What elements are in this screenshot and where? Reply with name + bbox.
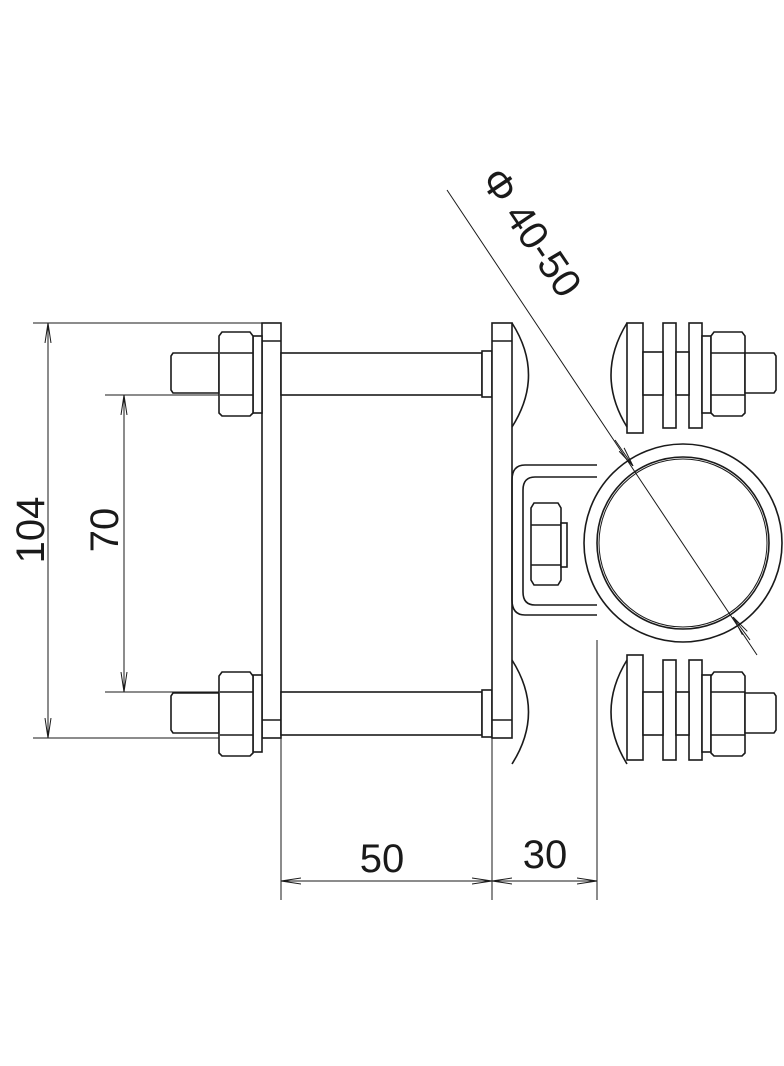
dimension-label-30: 30 <box>523 833 568 877</box>
dimension-104: 104 <box>9 322 262 739</box>
left-plate <box>261 322 282 739</box>
dimension-label-104: 104 <box>9 497 53 564</box>
nut-top-right <box>701 331 777 417</box>
dimension-label-diameter: Φ 40-50 <box>472 160 590 305</box>
right-plate <box>491 322 530 765</box>
nut-bottom-left <box>170 671 263 757</box>
nut-bottom-right <box>701 671 777 757</box>
pipe-clamp <box>583 322 783 765</box>
dimension-label-70: 70 <box>83 508 127 553</box>
bracket <box>511 464 597 616</box>
rod-top <box>280 350 493 398</box>
nut-top-left <box>170 331 263 417</box>
dimension-70: 70 <box>83 394 262 693</box>
dimension-label-50: 50 <box>360 837 405 881</box>
dimension-50: 50 <box>280 738 493 900</box>
dome-washer <box>511 659 530 765</box>
rod-bottom <box>280 689 493 738</box>
dome-washer <box>511 322 530 428</box>
dimension-30: 30 <box>492 640 598 900</box>
nut-bracket <box>530 502 562 586</box>
